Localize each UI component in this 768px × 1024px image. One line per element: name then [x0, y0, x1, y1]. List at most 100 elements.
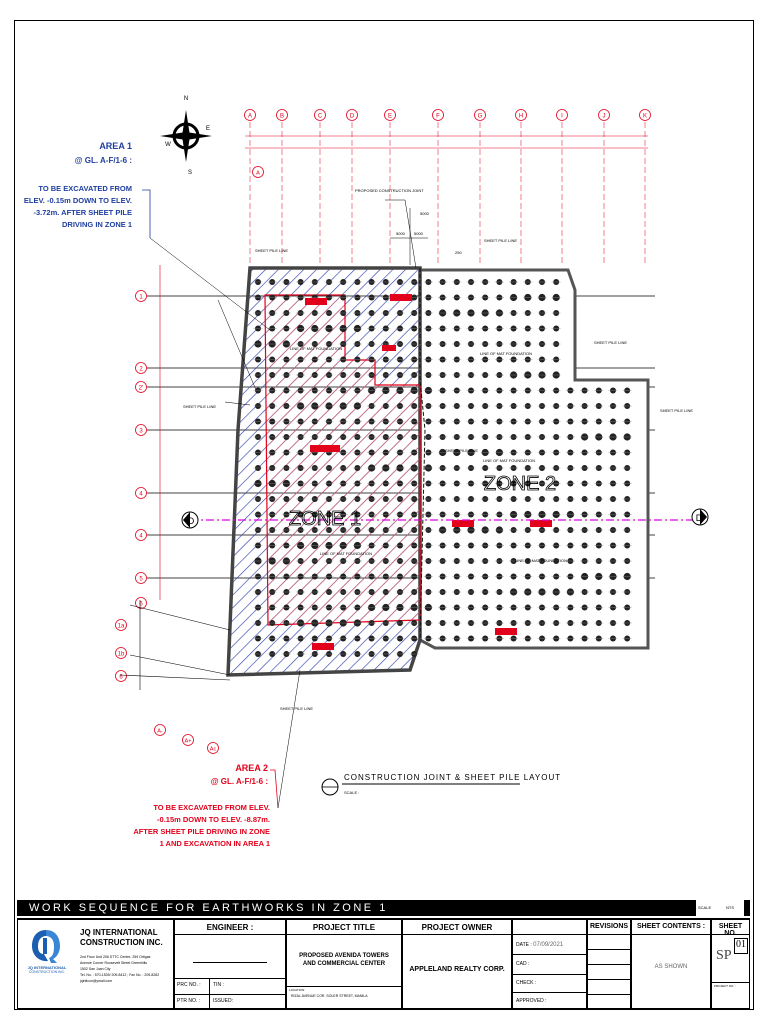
cad-label: CAD :: [516, 961, 530, 967]
sheet-pile-line-label: SHEET PILE LINE: [445, 448, 478, 453]
area1-pointer: [149, 237, 271, 331]
issued-label: ISSUED:: [213, 998, 234, 1004]
svg-text:F: F: [436, 114, 440, 120]
mat-foundation-label: LINE OF MAT FOUNDATION: [290, 346, 342, 351]
sheet-no-header: SHEET NO.: [718, 923, 743, 937]
grid-bubble-B: B: [276, 109, 288, 121]
company-address-line: 1502 San Juan City: [80, 967, 111, 971]
svg-text:E: E: [388, 114, 392, 120]
grid-row-bubble-3: 3: [135, 424, 147, 436]
sheet-pile-line-label: SHEET PILE LINE: [183, 404, 216, 409]
svg-text:C: C: [318, 114, 323, 120]
grid-bubble-A: A: [244, 109, 256, 121]
north-arrow-label: S: [188, 170, 192, 176]
sheet-pile-line-label: SHEET PILE LINE: [484, 238, 517, 243]
area2-description-line: -0.15m DOWN TO ELEV. -8.87m.: [157, 815, 270, 824]
title-block: JQ INTERNATIONAL CONSTRUCTION INC. JQ IN…: [17, 918, 750, 1010]
section-marker-label: D: [696, 513, 703, 523]
grid-column-lines: [249, 122, 646, 265]
zone2-label: ZONE 2: [484, 473, 556, 495]
north-arrow-icon: N E W S: [160, 96, 212, 176]
section-marker-left: D: [181, 511, 199, 529]
svg-text:K: K: [643, 114, 647, 120]
sub-grid-bubble-A+: A+: [182, 734, 194, 746]
company-logo-text: JQ INTERNATIONAL: [27, 965, 67, 970]
proposed-joint-label: PROPOSED CONSTRUCTION JOINT: [355, 188, 424, 193]
area1-description-line: -3.72m. AFTER SHEET PILE: [33, 208, 133, 217]
project-title: PROPOSED AVENIDA TOWERS AND COMMERCIAL C…: [299, 953, 389, 967]
area1-description-line: TO BE EXCAVATED FROM: [38, 184, 132, 193]
sub-grid-bubble-A-: A-: [154, 724, 166, 736]
sequence-scale-box: SCALE NTS: [696, 900, 744, 916]
area1-grid-ref: @ GL. A-F/1-6 :: [74, 156, 132, 165]
svg-text:1: 1: [139, 295, 143, 301]
prc-label: PRC NO. :: [177, 982, 201, 988]
ptr-label: PTR NO. :: [177, 998, 201, 1004]
company-address: 2nd Floor Unit 206 STTC Centre, 259 Orti…: [80, 954, 172, 984]
pile-dots: [253, 279, 632, 657]
svg-text:D: D: [350, 114, 355, 120]
revisions-cell: REVISIONS: [587, 919, 631, 1009]
dimension-label: 5000: [420, 211, 430, 216]
svg-text:6: 6: [139, 602, 143, 608]
scale-value: AS SHOWN: [654, 964, 688, 970]
area1-description-line: ELEV. -0.15m DOWN TO ELEV.: [23, 196, 132, 205]
location-label: LOCATION:: [289, 988, 305, 992]
grid-row-bubble-1a: 1a: [115, 619, 127, 631]
sheet-border: [14, 20, 754, 1010]
area1-description: TO BE EXCAVATED FROM ELEV. -0.15m DOWN TO…: [20, 183, 132, 231]
svg-text:J: J: [603, 114, 606, 120]
sheet-contents-header: SHEET CONTENTS :: [636, 923, 706, 930]
engineer-header: ENGINEER :: [206, 923, 254, 932]
mat-foundation-label: LINE OF MAT FOUNDATION: [480, 351, 532, 356]
sequence-scale-label: SCALE: [698, 905, 712, 910]
svg-text:1a: 1a: [118, 624, 125, 630]
svg-text:1b: 1b: [118, 652, 125, 658]
zone2-outline: [418, 268, 650, 650]
grid-bubble-F: F: [432, 109, 444, 121]
company-address-line: 2nd Floor Unit 206 STTC Centre, 259 Orti…: [80, 955, 151, 959]
grid-bubble-G: G: [474, 109, 486, 121]
svg-text:5: 5: [139, 577, 143, 583]
area2-pointer: [277, 669, 301, 809]
svg-text:Ac: Ac: [210, 747, 217, 753]
work-sequence-title: WORK SEQUENCE FOR EARTHWORKS IN ZONE 1: [29, 902, 388, 914]
grid-bubble-H: H: [515, 109, 527, 121]
svg-text:G: G: [478, 114, 483, 120]
grid-row-bubble-4: 4: [135, 529, 147, 541]
project-no-label: PROJECT NO. :: [714, 984, 736, 988]
svg-text:H: H: [519, 114, 523, 120]
grid-row-bubble-6: 6: [135, 597, 147, 609]
area2-description-line: AFTER SHEET PILE DRIVING IN ZONE: [133, 827, 270, 836]
sheet-pile-line-label: SHEET PILE LINE: [594, 340, 627, 345]
grid-bubble-E: E: [384, 109, 396, 121]
grid-row-bubble-5: 5: [135, 572, 147, 584]
project-owner-header: PROJECT OWNER: [421, 923, 493, 932]
revisions-header: REVISIONS: [589, 923, 629, 930]
work-sequence-bar: WORK SEQUENCE FOR EARTHWORKS IN ZONE 1 S…: [17, 900, 750, 916]
engineer-signature-line: [193, 962, 267, 963]
date-value: 07/09/2021: [533, 942, 564, 948]
svg-text:4: 4: [139, 534, 143, 540]
leader-lines: [217, 199, 428, 406]
mat-foundation-label: LINE OF MAT FOUNDATION: [515, 558, 567, 563]
mat-foundation-tags: [305, 294, 552, 650]
grid-bubble-C: C: [314, 109, 326, 121]
proposed-joint-line: [419, 268, 426, 641]
sheet-contents-cell: SHEET CONTENTS : AS SHOWN: [631, 919, 711, 1009]
svg-text:A: A: [256, 171, 260, 177]
company-logo-icon: [32, 930, 60, 963]
layout-title-text: CONSTRUCTION JOINT & SHEET PILE LAYOUT: [344, 773, 561, 782]
tin-label: TIN :: [213, 982, 224, 988]
engineer-cell: ENGINEER : PRC NO. : TIN : PTR NO. : ISS…: [174, 919, 286, 1010]
plan-annotations: SHEET PILE LINE SHEET PILE LINE SHEET PI…: [183, 188, 693, 711]
area1-description-line: DRIVING IN ZONE 1: [61, 220, 132, 229]
svg-text:B: B: [280, 114, 284, 120]
date-label: DATE : 07/09/2021: [516, 942, 564, 948]
sequence-scale-value: NTS: [726, 905, 734, 910]
svg-text:2: 2: [139, 367, 143, 373]
grid-row-bubble-2': 2': [135, 381, 147, 393]
company-address-line: Tel. No. : 570-1539/ 209-8412 ; Fax No. …: [80, 973, 160, 977]
project-owner-cell: PROJECT OWNER APPLELAND REALTY CORP.: [402, 919, 512, 1009]
